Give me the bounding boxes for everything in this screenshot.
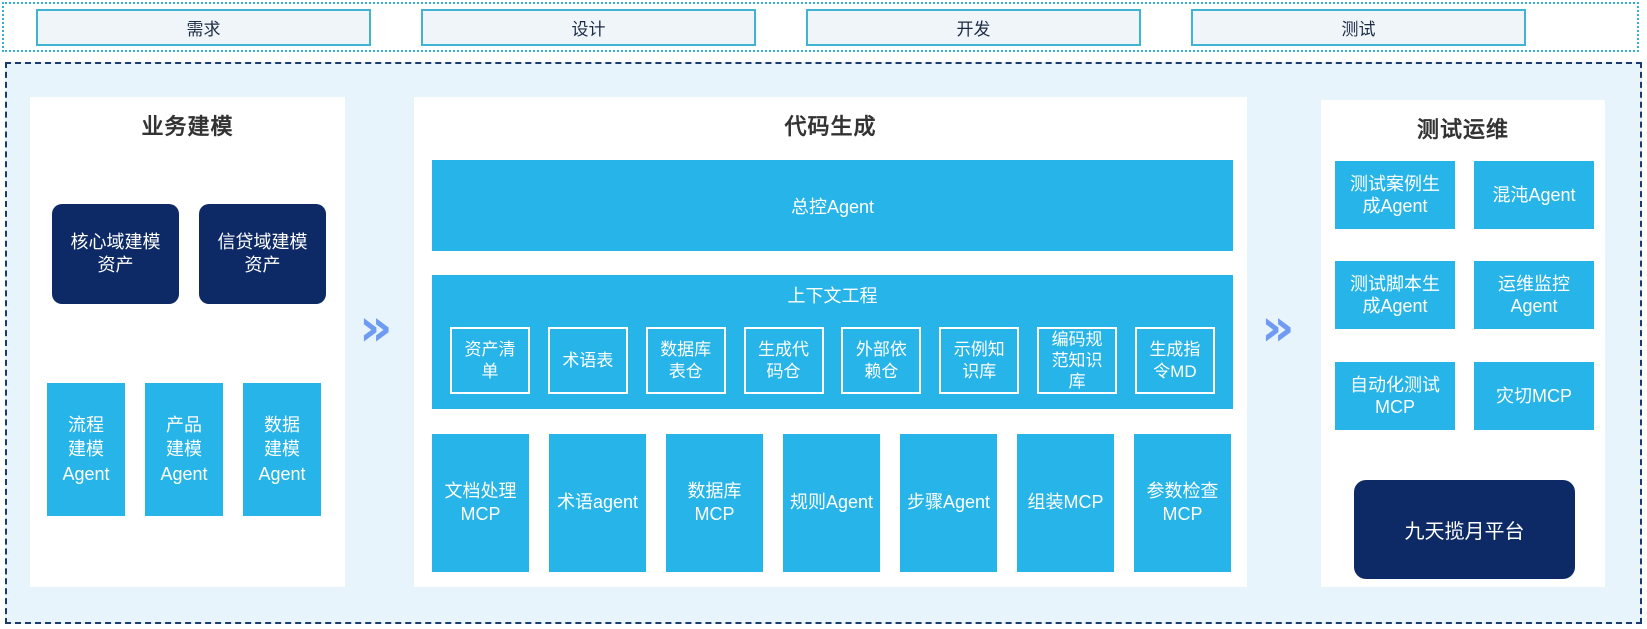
product-modeling-agent-box: 产品建模Agent [145, 383, 223, 516]
phase-testing: 测试 [1191, 8, 1526, 46]
generated-code-repo-box: 生成代码仓 [743, 327, 824, 394]
chaos-agent-box: 混沌Agent [1474, 161, 1594, 229]
rule-agent-box: 规则Agent [783, 434, 880, 572]
context-items-row: 资产清单 术语表 数据库表仓 生成代码仓 外部依赖仓 示例知识库 编码规范知识库… [432, 327, 1233, 394]
phase-requirements: 需求 [36, 8, 371, 46]
generation-instruction-md-box: 生成指令MD [1134, 327, 1215, 394]
external-dependency-repo-box: 外部依赖仓 [841, 327, 922, 394]
disaster-switch-mcp-box: 灾切MCP [1474, 362, 1594, 430]
master-control-agent-bar: 总控Agent [432, 160, 1233, 251]
modeling-agent-row: 流程建模Agent 产品建模Agent 数据建模Agent [47, 383, 321, 516]
panel-business-modeling: 业务建模 核心域建模资产 信贷域建模资产 流程建模Agent 产品建模Agent… [30, 97, 345, 587]
main-container: 业务建模 核心域建模资产 信贷域建模资产 流程建模Agent 产品建模Agent… [5, 62, 1642, 624]
test-case-gen-agent-box: 测试案例生成Agent [1335, 161, 1455, 229]
context-engineering-title: 上下文工程 [787, 286, 878, 306]
automated-testing-mcp-box: 自动化测试MCP [1335, 362, 1455, 430]
asset-list-box: 资产清单 [450, 327, 530, 394]
process-modeling-agent-box: 流程建模Agent [47, 383, 125, 516]
database-mcp-box: 数据库MCP [666, 434, 763, 572]
phase-development: 开发 [806, 8, 1141, 46]
glossary-box: 术语表 [547, 327, 628, 394]
modeling-asset-row: 核心域建模资产 信贷域建模资产 [52, 204, 326, 304]
assembly-mcp-box: 组装MCP [1017, 434, 1114, 572]
ops-row-3: 自动化测试MCP 灾切MCP [1335, 362, 1594, 430]
panel-title-business-modeling: 业务建模 [141, 114, 234, 139]
panel-title-code-generation: 代码生成 [784, 114, 877, 139]
credit-domain-asset-box: 信贷域建模资产 [199, 204, 326, 304]
jiutian-lanyue-platform-box: 九天揽月平台 [1354, 480, 1575, 579]
ops-monitoring-agent-box: 运维监控Agent [1474, 261, 1594, 329]
param-check-mcp-box: 参数检查MCP [1134, 434, 1231, 572]
panel-test-ops: 测试运维 测试案例生成Agent 混沌Agent 测试脚本生成Agent 运维监… [1321, 100, 1605, 587]
tool-row: 文档处理MCP 术语agent 数据库MCP 规则Agent 步骤Agent 组… [432, 434, 1231, 572]
doc-processing-mcp-box: 文档处理MCP [432, 434, 529, 572]
example-knowledge-base-box: 示例知识库 [939, 327, 1020, 394]
phase-strip: 需求 设计 开发 测试 [2, 2, 1639, 52]
test-script-gen-agent-box: 测试脚本生成Agent [1335, 261, 1455, 329]
context-engineering-section: 上下文工程 资产清单 术语表 数据库表仓 生成代码仓 外部依赖仓 示例知识库 编… [432, 275, 1233, 409]
phase-design: 设计 [421, 8, 756, 46]
double-chevron-icon: » [1261, 298, 1295, 358]
ops-row-2: 测试脚本生成Agent 运维监控Agent [1335, 261, 1594, 329]
db-table-repo-box: 数据库表仓 [645, 327, 726, 394]
double-chevron-icon: » [359, 298, 393, 358]
step-agent-box: 步骤Agent [900, 434, 997, 572]
coding-standards-kb-box: 编码规范知识库 [1037, 327, 1118, 394]
terminology-agent-box: 术语agent [549, 434, 646, 572]
panel-code-generation: 代码生成 总控Agent 上下文工程 资产清单 术语表 数据库表仓 生成代码仓 … [414, 97, 1247, 587]
panel-title-test-ops: 测试运维 [1416, 117, 1509, 142]
ops-row-1: 测试案例生成Agent 混沌Agent [1335, 161, 1594, 229]
data-modeling-agent-box: 数据建模Agent [243, 383, 321, 516]
core-domain-asset-box: 核心域建模资产 [52, 204, 179, 304]
